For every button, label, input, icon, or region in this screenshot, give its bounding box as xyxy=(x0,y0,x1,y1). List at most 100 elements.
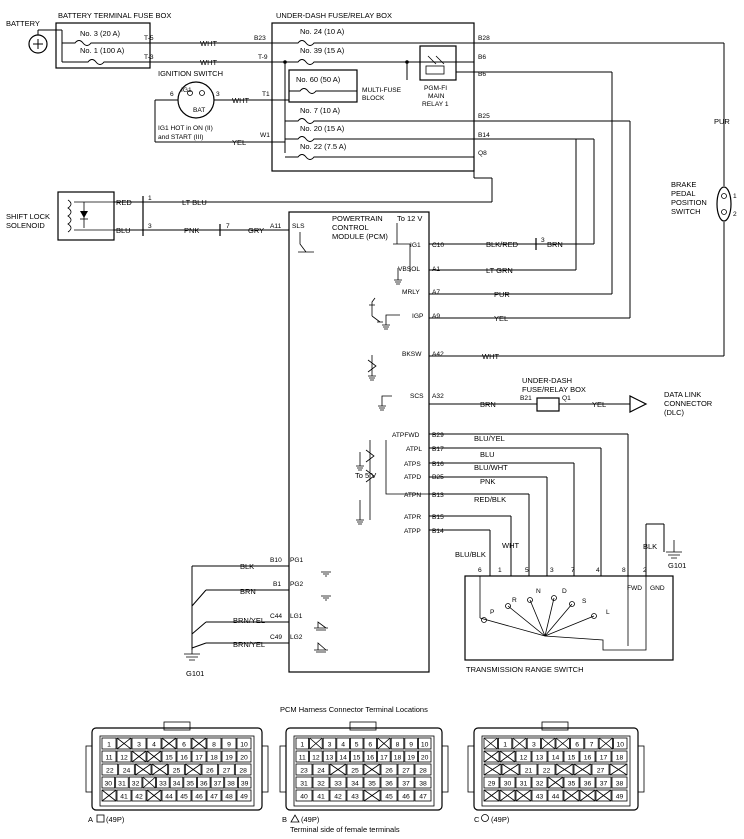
connector-pin xyxy=(390,750,405,763)
svg-text:(49P): (49P) xyxy=(106,815,125,824)
svg-text:WHT: WHT xyxy=(200,58,217,67)
svg-text:Q1: Q1 xyxy=(562,395,571,402)
connector-pin xyxy=(295,737,310,750)
connector-pin xyxy=(397,789,415,802)
connector-pin xyxy=(206,750,222,763)
svg-text:ATPS: ATPS xyxy=(404,461,421,468)
connector-pin-label: 30 xyxy=(105,781,113,788)
svg-text:B14: B14 xyxy=(432,528,444,535)
connector-pin-label: 22 xyxy=(106,768,114,775)
svg-text:LG1: LG1 xyxy=(290,613,303,620)
connector-pin xyxy=(483,789,500,802)
connector-pin xyxy=(131,750,147,763)
connector-pin xyxy=(483,776,500,789)
connector-pin-empty xyxy=(151,763,168,776)
connector-pin xyxy=(322,737,337,750)
connector-pin-label: 24 xyxy=(317,768,325,775)
fuse-39-icon xyxy=(272,59,407,65)
connector-pin-label: 6 xyxy=(368,742,372,749)
connector-pin-label: 20 xyxy=(421,755,429,762)
connector-pin xyxy=(116,789,132,802)
svg-text:CONTROL: CONTROL xyxy=(332,223,369,232)
connector-pin xyxy=(184,763,202,776)
connector-pin xyxy=(414,776,432,789)
svg-text:1: 1 xyxy=(148,195,152,202)
svg-text:G101: G101 xyxy=(186,669,204,678)
connector-pin xyxy=(397,763,415,776)
multi-fuse-block xyxy=(288,69,358,103)
svg-text:T-5: T-5 xyxy=(144,35,154,42)
connector-pin-label: 35 xyxy=(368,781,376,788)
connector-pin xyxy=(161,789,177,802)
connector-pin xyxy=(547,789,564,802)
connector-pin xyxy=(609,763,628,776)
connector-pin xyxy=(547,750,564,763)
connector-pin xyxy=(547,776,564,789)
connector-pin xyxy=(168,763,185,776)
svg-text:BRAKE: BRAKE xyxy=(671,180,696,189)
connector-pin-label: 38 xyxy=(419,781,427,788)
svg-text:BAT: BAT xyxy=(193,107,205,114)
connector-pin-empty xyxy=(142,776,156,789)
connector-pin-label: 29 xyxy=(488,781,496,788)
connector-pin-empty xyxy=(563,789,580,802)
svg-text:3: 3 xyxy=(216,91,220,98)
connector-pin xyxy=(515,789,532,802)
connector-pin xyxy=(221,737,237,750)
connector-pin-label: 33 xyxy=(334,781,342,788)
connector-pin xyxy=(397,776,415,789)
connector-pin-label: 18 xyxy=(616,755,624,762)
dlc-connector-icon xyxy=(629,395,648,413)
connector-pin-label: 44 xyxy=(165,794,173,801)
svg-text:BLU: BLU xyxy=(116,226,131,235)
svg-text:IG1 HOT in ON (II): IG1 HOT in ON (II) xyxy=(158,125,213,132)
connector-pin xyxy=(312,776,330,789)
connector-pin xyxy=(346,763,364,776)
connector-pin xyxy=(414,789,432,802)
dlc-section: BRN UNDER-DASH FUSE/RELAY BOX B21 Q1 YEL… xyxy=(429,376,713,417)
connector-pin-label: 44 xyxy=(552,794,560,801)
svg-text:B17: B17 xyxy=(432,446,444,453)
connector-pin xyxy=(218,763,235,776)
connector-pin-label: 16 xyxy=(180,755,188,762)
connector-pin xyxy=(116,750,132,763)
connector-pin xyxy=(519,763,538,776)
svg-text:BLU/BLK: BLU/BLK xyxy=(455,550,486,559)
connector-pin-label: 35 xyxy=(186,781,194,788)
svg-text:BLK: BLK xyxy=(643,542,657,551)
connector-pin-label: 36 xyxy=(200,781,208,788)
connector-pin xyxy=(336,750,350,763)
svg-text:YEL: YEL xyxy=(494,314,508,323)
connector-pin-label: 10 xyxy=(617,742,625,749)
svg-text:6: 6 xyxy=(478,567,482,574)
connector-pin xyxy=(570,737,585,750)
connector-pin xyxy=(611,750,628,763)
svg-text:FUSE/RELAY BOX: FUSE/RELAY BOX xyxy=(522,385,586,394)
svg-text:MODULE (PCM): MODULE (PCM) xyxy=(332,232,388,241)
connector-pin-empty xyxy=(499,789,516,802)
connector-pin xyxy=(191,737,207,750)
svg-text:4: 4 xyxy=(596,567,600,574)
connector-pin-label: 13 xyxy=(326,755,334,762)
connector-pin-label: 25 xyxy=(173,768,181,775)
connector-pin-empty xyxy=(598,737,613,750)
brake-pedal-switch: 1 2 BRAKE PEDAL POSITION SWITCH xyxy=(671,180,737,222)
svg-text:PUR: PUR xyxy=(714,117,730,126)
connector-pin xyxy=(206,737,222,750)
connector-pin-empty xyxy=(135,763,152,776)
svg-text:B13: B13 xyxy=(432,492,444,499)
connector-pin xyxy=(210,776,225,789)
connector-pin xyxy=(350,750,364,763)
svg-text:PEDAL: PEDAL xyxy=(671,189,696,198)
connector-pin xyxy=(531,750,548,763)
connector-pin xyxy=(176,750,192,763)
svg-text:3: 3 xyxy=(148,223,152,230)
connector-pin xyxy=(483,763,502,776)
battery-section: BATTERY xyxy=(6,19,56,54)
connector-pin-label: 41 xyxy=(120,794,128,801)
connector-pin xyxy=(515,776,532,789)
svg-text:To 12 V: To 12 V xyxy=(397,214,422,223)
svg-text:POSITION: POSITION xyxy=(671,198,707,207)
connector-pin-label: 23 xyxy=(300,768,308,775)
svg-text:LT GRN: LT GRN xyxy=(486,266,513,275)
